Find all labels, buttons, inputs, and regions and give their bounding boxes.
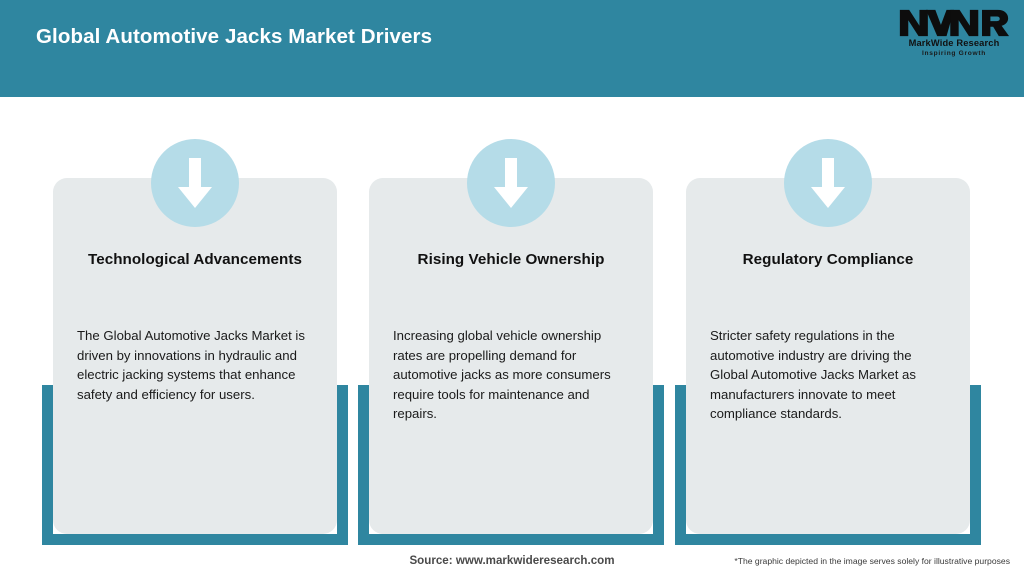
- card-frame-left-edge: [42, 385, 53, 545]
- driver-card-3: Regulatory Compliance Stricter safety re…: [675, 97, 981, 545]
- card-body: The Global Automotive Jacks Market is dr…: [77, 328, 305, 402]
- arrow-down-icon: [151, 139, 239, 227]
- card-title: Technological Advancements: [88, 251, 302, 268]
- card-frame-left-edge: [675, 385, 686, 545]
- card-panel: Regulatory Compliance Stricter safety re…: [686, 178, 970, 534]
- card-panel: Technological Advancements The Global Au…: [53, 178, 337, 534]
- card-panel: Rising Vehicle Ownership Increasing glob…: [369, 178, 653, 534]
- arrow-down-glyph: [811, 158, 845, 208]
- card-frame-right-edge: [653, 385, 664, 545]
- card-body: Increasing global vehicle ownership rate…: [393, 328, 611, 422]
- card-title: Rising Vehicle Ownership: [417, 251, 605, 268]
- card-title: Regulatory Compliance: [742, 251, 914, 268]
- arrow-down-icon: [467, 139, 555, 227]
- card-body: Stricter safety regulations in the autom…: [710, 328, 916, 422]
- logo-company-name: MarkWide Research: [908, 38, 1000, 48]
- card-frame-bottom-edge: [42, 534, 348, 545]
- markwide-research-logo: MarkWide Research Inspiring Growth: [898, 8, 1010, 62]
- card-frame-right-edge: [337, 385, 348, 545]
- card-frame-right-edge: [970, 385, 981, 545]
- card-frame-bottom-edge: [675, 534, 981, 545]
- card-frame-bottom-edge: [358, 534, 664, 545]
- disclaimer-note: *The graphic depicted in the image serve…: [734, 556, 1010, 566]
- mwr-logo-icon: [899, 9, 1010, 37]
- page-title: Global Automotive Jacks Market Drivers: [36, 25, 433, 48]
- source-label: Source: www.markwideresearch.com: [409, 554, 615, 567]
- card-frame-left-edge: [358, 385, 369, 545]
- driver-card-2: Rising Vehicle Ownership Increasing glob…: [358, 97, 664, 545]
- drivers-card-row: Technological Advancements The Global Au…: [0, 97, 1024, 576]
- driver-card-1: Technological Advancements The Global Au…: [42, 97, 348, 545]
- arrow-down-glyph: [178, 158, 212, 208]
- arrow-down-glyph: [494, 158, 528, 208]
- arrow-down-icon: [784, 139, 872, 227]
- logo-tagline: Inspiring Growth: [922, 50, 986, 57]
- header-bar: Global Automotive Jacks Market Drivers M…: [0, 0, 1024, 97]
